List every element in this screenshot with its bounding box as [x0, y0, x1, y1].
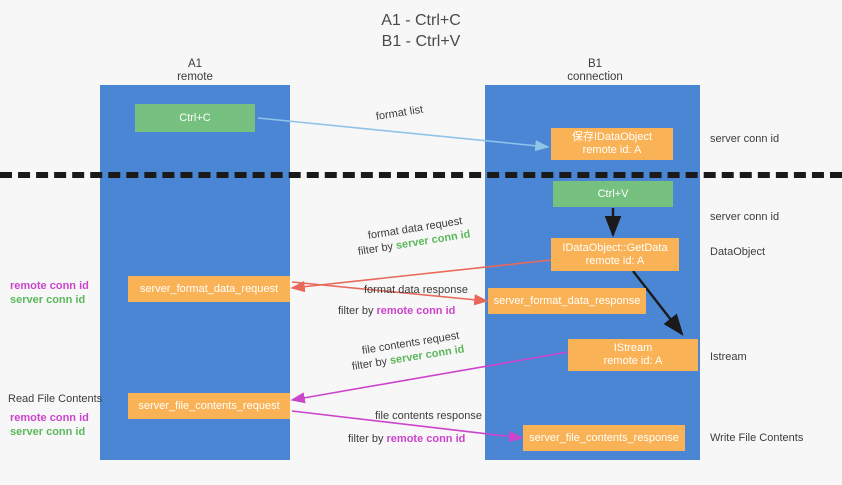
filter-key-remote-conn-id-2: remote conn id — [386, 433, 466, 445]
lane-a1-name: A1 — [187, 58, 203, 70]
filter-key-remote-conn-id-1: remote conn id — [376, 305, 456, 317]
box-ctrl-c[interactable]: Ctrl+C — [135, 104, 255, 132]
right-annotation-server-conn-id-2: server conn id — [710, 211, 780, 223]
edge-label-format-data-response-filter: filter by remote conn id — [338, 304, 455, 318]
box-istream[interactable]: IStream remote id: A — [568, 339, 698, 371]
lane-header-a1: A1 remote — [130, 58, 260, 84]
box-server-file-contents-request[interactable]: server_file_contents_request — [128, 393, 290, 419]
left-server-conn-id-2: server conn id — [10, 426, 86, 438]
left-annotation-read-file-contents: Read File Contents — [8, 393, 103, 405]
box-ctrl-v-label: Ctrl+V — [597, 187, 629, 200]
edge-label-file-contents-response: file contents response — [375, 410, 483, 422]
box-idataobject[interactable]: 保存IDataObject remote id: A — [551, 128, 673, 160]
box-ctrl-v[interactable]: Ctrl+V — [553, 181, 673, 207]
edge-label-format-data-response: format data response — [364, 284, 468, 296]
edge-label-file-contents-response-filter: filter by remote conn id — [348, 432, 465, 446]
edge-label-format-list: format list — [375, 103, 425, 123]
right-annotation-data-object: DataObject — [710, 246, 766, 258]
left-annotation-conn-ids-top: remote conn id server conn id — [10, 279, 89, 307]
left-annotation-conn-ids-bottom: remote conn id server conn id — [10, 411, 89, 439]
left-remote-conn-id-2: remote conn id — [10, 412, 89, 424]
box-server-format-data-request-label: server_format_data_request — [139, 282, 279, 295]
phase-divider — [0, 172, 842, 178]
box-istream-sub: remote id: A — [603, 355, 663, 367]
filter-prefix-4: filter by — [348, 433, 387, 445]
filter-prefix-2: filter by — [338, 305, 377, 317]
title-line-2: B1 - Ctrl+V — [381, 33, 461, 50]
lane-b1-name: B1 — [587, 58, 603, 70]
filter-prefix-3: filter by — [351, 355, 391, 373]
lane-header-b1: B1 connection — [530, 58, 660, 84]
box-server-file-contents-response[interactable]: server_file_contents_response — [523, 425, 685, 451]
box-getdata-title: IDataObject::GetData — [562, 241, 668, 254]
box-idataobject-title: 保存IDataObject — [571, 131, 653, 143]
box-getdata-sub: remote id: A — [585, 254, 645, 267]
lane-b1-sub: connection — [567, 71, 623, 83]
box-server-file-contents-request-label: server_file_contents_request — [138, 399, 280, 412]
title-line-1: A1 - Ctrl+C — [381, 12, 461, 29]
box-idataobject-sub: remote id: A — [582, 144, 642, 156]
right-annotation-server-conn-id-1: server conn id — [710, 133, 780, 145]
page-title: A1 - Ctrl+C B1 - Ctrl+V — [0, 10, 842, 52]
left-remote-conn-id-1: remote conn id — [10, 280, 89, 292]
box-istream-title: IStream — [613, 342, 653, 354]
box-server-format-data-response[interactable]: server_format_data_response — [488, 288, 646, 314]
right-annotation-istream: Istream — [710, 351, 747, 363]
box-server-file-contents-response-label: server_file_contents_response — [529, 431, 679, 444]
box-ctrl-c-label: Ctrl+C — [179, 111, 211, 124]
box-getdata[interactable]: IDataObject::GetData remote id: A — [551, 238, 679, 271]
right-annotation-write-file-contents: Write File Contents — [710, 432, 804, 444]
filter-prefix-1: filter by — [357, 240, 397, 258]
box-server-format-data-response-label: server_format_data_response — [493, 294, 641, 307]
lane-a1-sub: remote — [177, 71, 213, 83]
left-server-conn-id-1: server conn id — [10, 294, 86, 306]
box-server-format-data-request[interactable]: server_format_data_request — [128, 276, 290, 302]
